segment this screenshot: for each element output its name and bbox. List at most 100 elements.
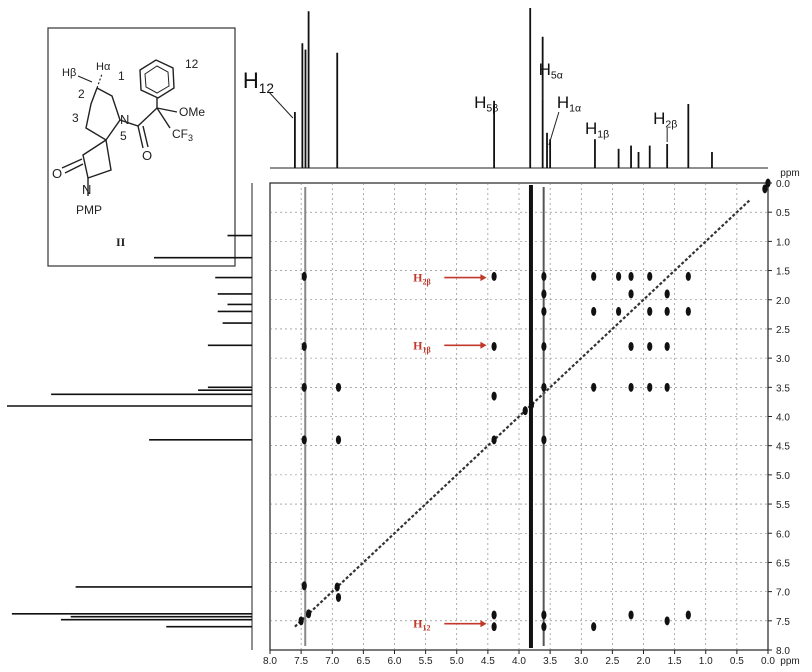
cross-peak xyxy=(541,622,547,632)
cross-peak xyxy=(541,341,547,351)
cross-peak xyxy=(491,341,497,351)
y-tick-label: 2.0 xyxy=(776,296,790,307)
label-amide-oxygen: O xyxy=(142,148,152,163)
cross-peak xyxy=(541,306,547,316)
cross-peak xyxy=(664,341,670,351)
cross-peak xyxy=(647,306,653,316)
y-tick-label: 8.0 xyxy=(776,646,790,657)
y-tick-label: 3.0 xyxy=(776,354,790,365)
top-peak-label-subscript: 1α xyxy=(569,103,581,115)
column-streak-3.82ppm xyxy=(528,185,533,648)
label-ring-nitrogen: N xyxy=(120,112,129,127)
label-position-5: 5 xyxy=(120,129,127,143)
top-1d-spectrum xyxy=(270,8,768,169)
cross-peak xyxy=(628,382,634,392)
top-peak-label-subscript: 12 xyxy=(259,81,274,96)
cross-peak xyxy=(301,341,307,351)
cross-peak xyxy=(647,271,653,281)
h-beta-bond xyxy=(77,75,93,83)
cross-peak xyxy=(685,306,691,316)
structure-frame xyxy=(47,27,236,267)
x-tick-label: 3.0 xyxy=(574,656,588,667)
label-position-1: 1 xyxy=(118,69,125,83)
x-tick-label: 7.5 xyxy=(294,656,308,667)
y-tick-label: 6.5 xyxy=(776,558,790,569)
annotation-label-subscript: 1β xyxy=(423,345,431,354)
annotation-label-subscript: 2β xyxy=(423,278,431,287)
cross-peak xyxy=(528,400,535,410)
annotation-arrowhead xyxy=(480,341,487,349)
cross-peak xyxy=(762,184,768,194)
amide-carbonyl-bond xyxy=(137,125,144,149)
cross-peak xyxy=(334,582,340,592)
x-tick-label: 1.0 xyxy=(699,656,713,667)
label-cf3: CF3 xyxy=(172,127,193,143)
cross-peak xyxy=(305,609,312,619)
cross-peak xyxy=(301,271,307,281)
y-tick-label: 1.0 xyxy=(776,237,790,248)
top-peak-label: H12 xyxy=(243,68,274,96)
label-lactam-nitrogen: N xyxy=(82,182,91,197)
cf3-bond xyxy=(156,107,171,129)
x-tick-label: 3.5 xyxy=(543,656,557,667)
label-ome: OMe xyxy=(179,105,205,119)
top-peak-label: H2β xyxy=(653,109,677,131)
x-tick-label: 8.0 xyxy=(263,656,277,667)
x-tick-label: 7.0 xyxy=(325,656,339,667)
cross-peak xyxy=(664,306,670,316)
compound-label: II xyxy=(116,235,126,249)
lactam-carbonyl-bond-2 xyxy=(64,163,84,174)
benzene-inner-ring xyxy=(144,65,170,94)
top-peak-label-subscript: 5β xyxy=(486,103,498,115)
cross-peak xyxy=(591,271,597,281)
y-tick-label: 2.5 xyxy=(776,325,790,336)
column-streak-3.62ppm xyxy=(542,187,545,646)
pointer-h12 xyxy=(268,91,294,119)
label-position-3: 3 xyxy=(72,111,79,125)
label-position-12: 12 xyxy=(185,57,199,71)
cross-peak xyxy=(301,581,307,591)
cross-peak xyxy=(335,435,342,445)
x-tick-label: 5.5 xyxy=(419,656,433,667)
top-peak-label-subscript: 5α xyxy=(551,70,563,82)
lactam-carbonyl-bond xyxy=(61,158,83,169)
cross-peak xyxy=(628,271,634,281)
x-tick-label: 4.0 xyxy=(512,656,526,667)
label-h-beta: Hβ xyxy=(62,67,76,79)
label-lactam-oxygen: O xyxy=(52,166,62,181)
cross-peak xyxy=(591,382,597,392)
y-tick-label: 4.5 xyxy=(776,442,790,453)
top-peak-label: H1β xyxy=(585,119,609,141)
top-peak-label: H1α xyxy=(557,93,581,115)
cross-peak xyxy=(616,271,622,281)
molecule-structure-inset: Hβ Hα 1 2 3 5 12 N N O O OMe CF3 PMP II xyxy=(47,27,236,267)
cross-peak xyxy=(628,610,634,620)
x-tick-label: 5.0 xyxy=(450,656,464,667)
x-tick-label: 0.0 xyxy=(761,656,775,667)
cross-peak xyxy=(541,435,547,445)
cross-peak xyxy=(685,271,691,281)
cross-peak xyxy=(491,391,497,401)
x-tick-label: 0.5 xyxy=(730,656,744,667)
top-peak-label: H5α xyxy=(539,60,563,82)
n-amide-bond xyxy=(119,119,139,127)
annotation-arrowhead xyxy=(480,620,487,628)
y-tick-label: 4.0 xyxy=(776,413,790,424)
cross-peak xyxy=(491,435,497,445)
column-streak-7.45ppm xyxy=(304,187,307,646)
ome-bond xyxy=(156,107,178,113)
x-tick-label: 6.0 xyxy=(388,656,402,667)
y-tick-label: 7.0 xyxy=(776,588,790,599)
cross-peak xyxy=(685,610,691,620)
y-tick-label: 1.5 xyxy=(776,267,790,278)
y-tick-label: 0.0 xyxy=(776,179,790,190)
cross-peak xyxy=(491,610,497,620)
label-position-2: 2 xyxy=(78,87,85,101)
annotation-label-subscript: 12 xyxy=(423,624,431,633)
cosy-2d-plot xyxy=(269,178,771,651)
top-peak-label-subscript: 1β xyxy=(597,129,609,141)
y-tick-label: 7.5 xyxy=(776,617,790,628)
h-alpha-bond xyxy=(96,73,103,89)
cross-peak xyxy=(301,382,307,392)
